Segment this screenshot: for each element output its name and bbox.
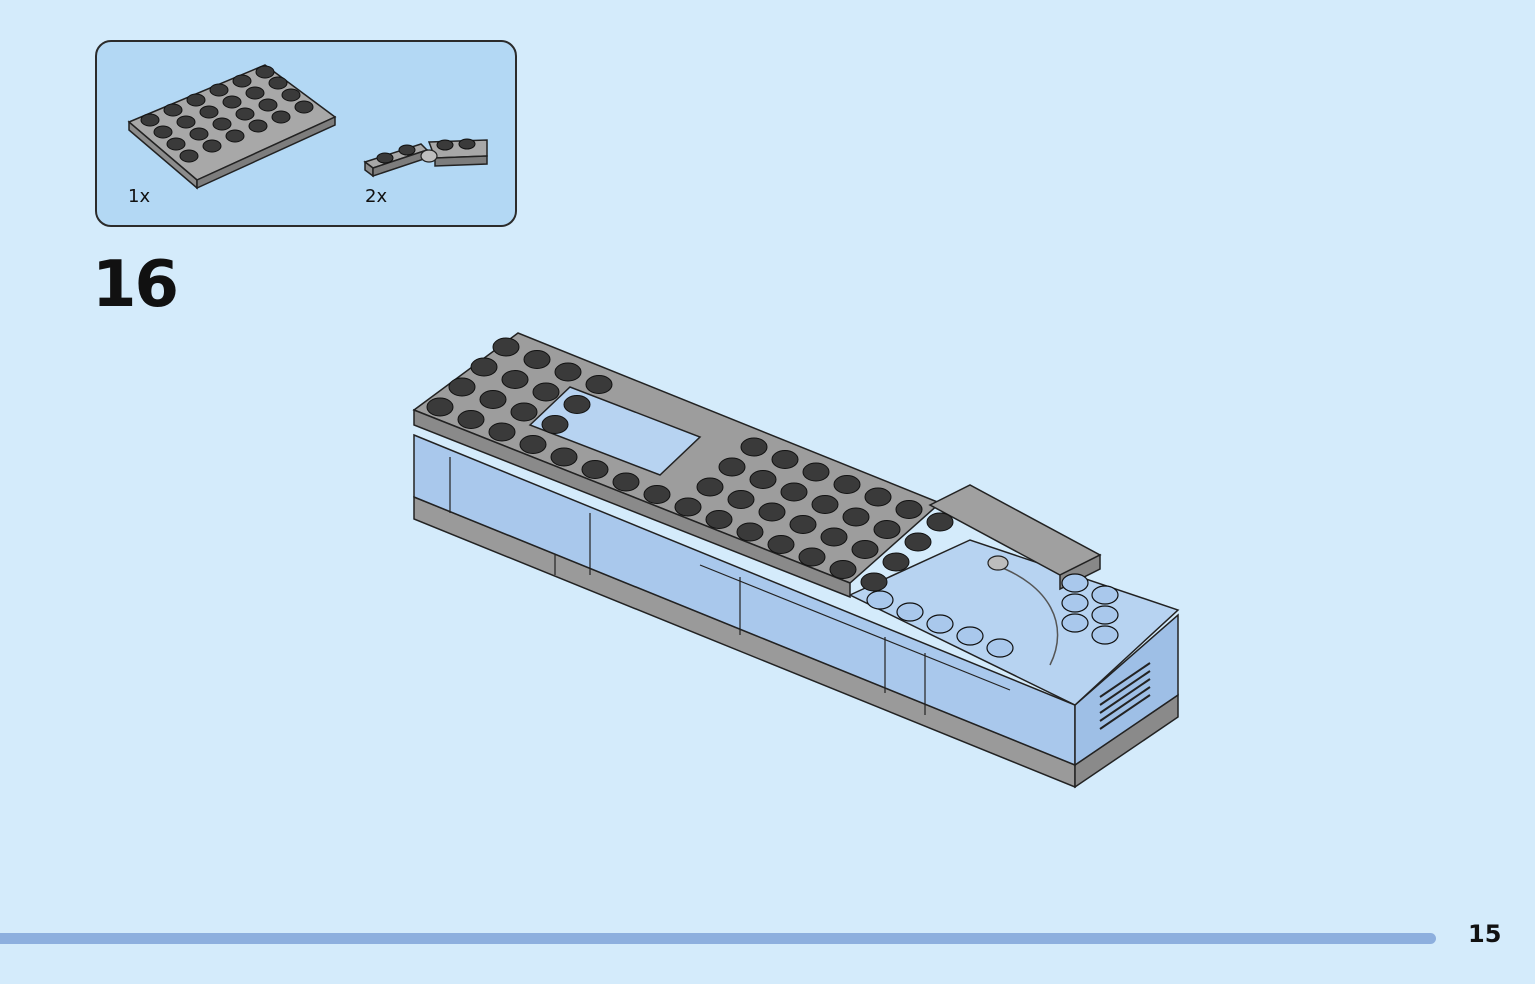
stud [510, 402, 538, 422]
step-number: 16 [92, 248, 179, 322]
stud [740, 437, 768, 457]
stud [926, 614, 954, 634]
part-quantity: 1x [128, 186, 151, 207]
stud [1091, 625, 1119, 645]
stud [926, 512, 954, 532]
stud [736, 522, 764, 542]
stud [986, 638, 1014, 658]
stud [643, 485, 671, 504]
stud [696, 477, 724, 497]
stud [488, 422, 516, 442]
stud [519, 435, 547, 454]
stud [896, 602, 924, 622]
stud [563, 395, 591, 414]
stud [612, 472, 640, 492]
stud [581, 460, 609, 479]
stud [842, 507, 870, 527]
stud [554, 362, 582, 382]
stud [1061, 593, 1089, 613]
stud [882, 552, 910, 572]
stud [895, 500, 923, 519]
stud [767, 535, 795, 554]
stud [851, 540, 879, 559]
stud [585, 375, 613, 394]
stud [956, 626, 984, 646]
stud [749, 470, 777, 489]
stud [457, 410, 485, 429]
stud [820, 527, 848, 547]
plate-4x6-image [127, 64, 337, 190]
stud [470, 357, 498, 377]
stud [866, 590, 894, 610]
stud [829, 560, 857, 579]
stud [771, 450, 799, 469]
stud [811, 495, 839, 514]
stud [532, 382, 560, 402]
stud [904, 532, 932, 552]
stud [674, 497, 702, 517]
stud [864, 487, 892, 507]
assembly-illustration [412, 332, 1180, 789]
parts-callout: 1x 2x [95, 40, 517, 227]
stud [798, 547, 826, 567]
stud [1061, 613, 1089, 633]
stud [1091, 585, 1119, 605]
stud [802, 462, 830, 482]
stud [448, 377, 476, 397]
stud [860, 572, 888, 592]
stud [727, 490, 755, 509]
stud [479, 390, 507, 409]
stud [523, 350, 551, 369]
stud [426, 397, 454, 417]
stud [541, 415, 569, 434]
progress-bar [0, 933, 1436, 944]
hinge-plate-image [363, 138, 488, 178]
page-number: 15 [1468, 920, 1502, 948]
stud [780, 482, 808, 502]
stud [1091, 605, 1119, 625]
stud [501, 370, 529, 389]
stud [758, 502, 786, 522]
stud [833, 475, 861, 494]
stud [705, 510, 733, 529]
stud [789, 515, 817, 534]
part-quantity: 2x [365, 186, 388, 207]
stud [873, 520, 901, 539]
stud [1061, 573, 1089, 593]
stud [550, 447, 578, 467]
stud [718, 457, 746, 477]
stud [492, 337, 520, 357]
